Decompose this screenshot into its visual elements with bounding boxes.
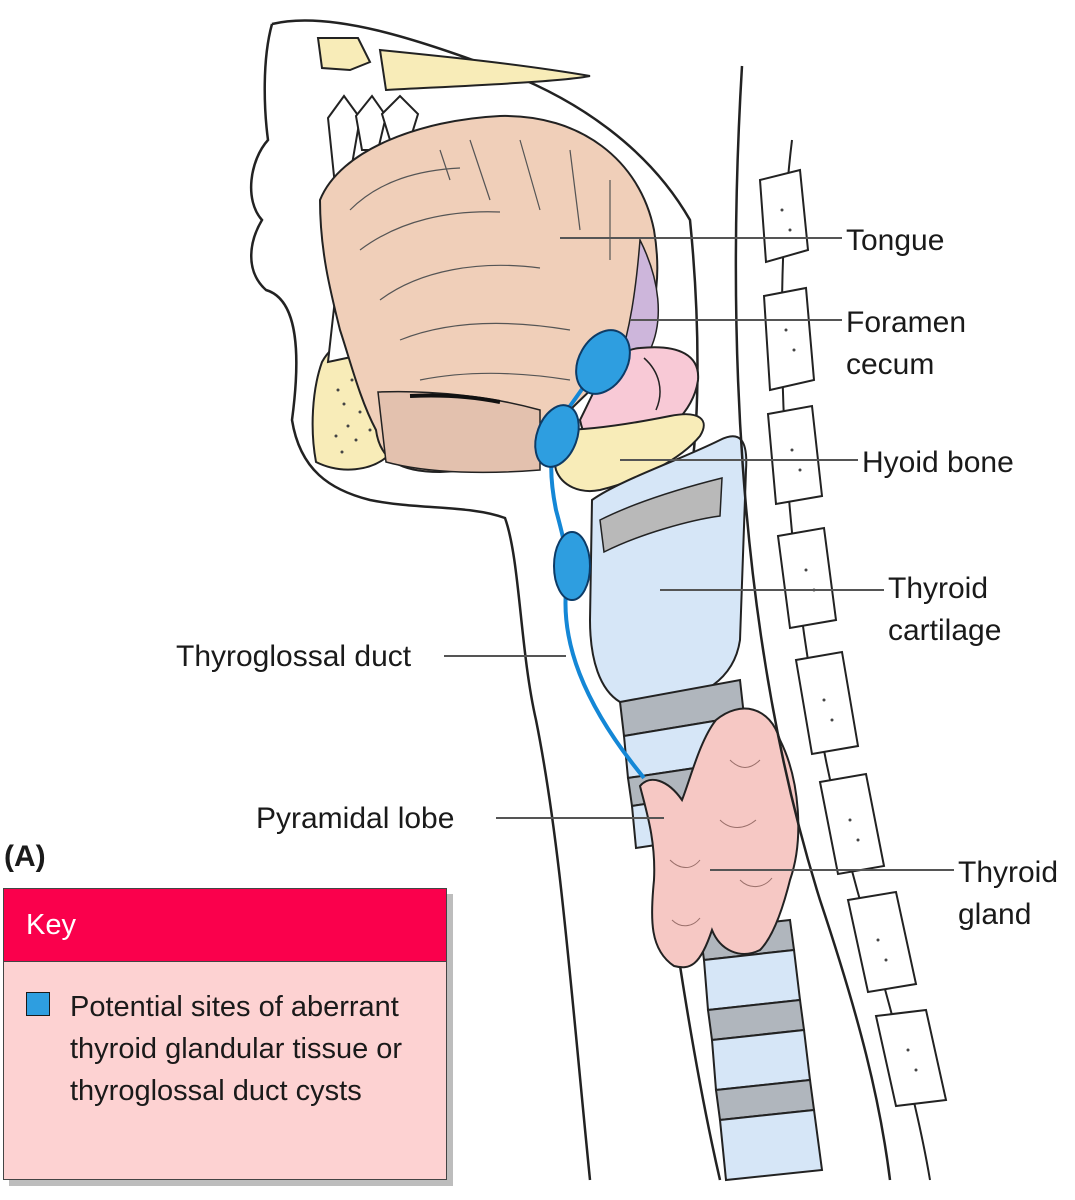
- leader-lines: [444, 237, 954, 871]
- duct-cyst-foramen: [575, 329, 631, 395]
- key-body: Potential sites of aberrant thyroid glan…: [4, 962, 446, 1112]
- label-hyoid-bone: Hyoid bone: [862, 446, 1014, 479]
- label-thyroid-cartilage-line2: cartilage: [888, 614, 1001, 647]
- label-foramen-line2: cecum: [846, 348, 934, 381]
- key-swatch: [26, 992, 50, 1016]
- key-item-text: Potential sites of aberrant thyroid glan…: [70, 991, 403, 1107]
- thyroid-texture: [669, 759, 773, 927]
- prevertebral-line-1: [734, 65, 892, 1181]
- label-pyramidal-lobe: Pyramidal lobe: [256, 802, 454, 835]
- key-box: Key Potential sites of aberrant thyroid …: [3, 888, 447, 1180]
- epiglottis-fold: [643, 357, 661, 411]
- label-thyroid-cartilage-line1: Thyroid: [888, 572, 988, 605]
- mouth-floor-line: [409, 393, 501, 404]
- key-title: Key: [4, 889, 446, 962]
- upper-jaw-bone: [316, 37, 372, 72]
- label-thyroglossal-duct: Thyroglossal duct: [176, 640, 412, 673]
- label-foramen-line1: Foramen: [846, 306, 966, 339]
- label-thyroid-gland-line1: Thyroid: [958, 856, 1058, 889]
- palate-bone: [378, 48, 591, 92]
- thyroid-gland: [638, 707, 800, 969]
- panel-letter: (A): [4, 840, 46, 873]
- duct-cyst-lower: [553, 531, 591, 601]
- upper-teeth: [326, 94, 420, 177]
- vertebrae: [758, 168, 948, 1108]
- duct-cyst-hyoid: [534, 404, 580, 468]
- tongue: [318, 114, 659, 474]
- floor-muscles: [377, 390, 541, 474]
- cricothyroid-membrane: [599, 477, 723, 554]
- face-outline: [249, 23, 592, 1181]
- label-tongue: Tongue: [846, 224, 944, 257]
- label-thyroid-gland-line2: gland: [958, 898, 1031, 931]
